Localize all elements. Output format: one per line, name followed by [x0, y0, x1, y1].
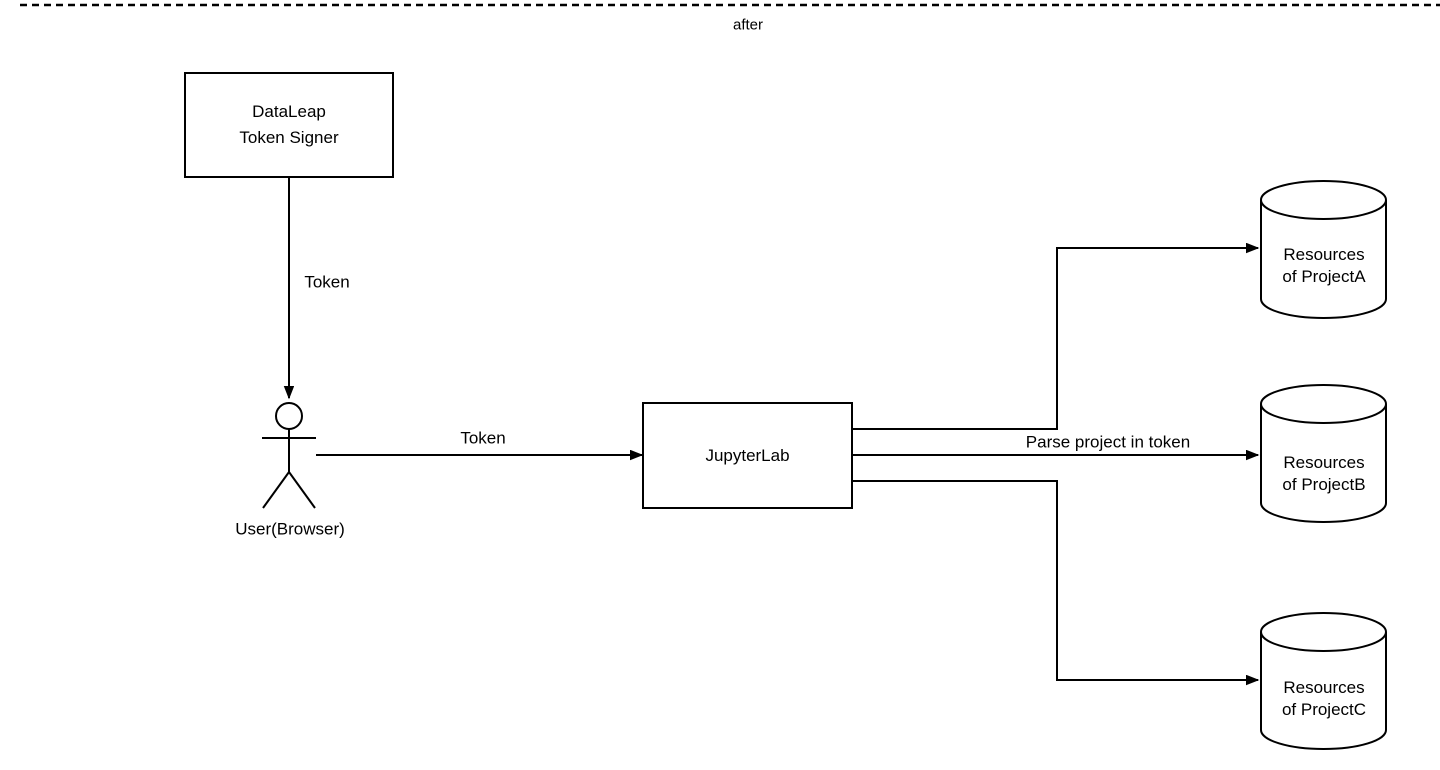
project-b-cylinder-body	[1260, 384, 1387, 523]
project-a-cylinder-rim	[1260, 199, 1387, 220]
token-signer-label-line2: Token Signer	[239, 128, 339, 147]
user-left-leg	[262, 471, 290, 509]
jupyterlab-box	[642, 402, 853, 509]
project-a-cylinder-body	[1260, 180, 1387, 319]
token-signer-label: DataLeap Token Signer	[185, 73, 393, 177]
project-c-label-line2: of ProjectC	[1281, 700, 1367, 719]
user-right-leg	[288, 471, 316, 509]
project-b-label-line2: of ProjectB	[1282, 475, 1366, 494]
project-b-cylinder	[1260, 384, 1387, 523]
user-to-jupyterlab-edge-label: Token	[460, 428, 506, 448]
user-label: User(Browser)	[235, 519, 345, 539]
project-a-label-line2: of ProjectA	[1282, 267, 1366, 286]
jupyterlab-to-projectc-connector	[852, 480, 1258, 680]
jupyterlab-label-text: JupyterLab	[705, 445, 790, 465]
jupyterlab-label: JupyterLab	[643, 403, 852, 508]
project-a-label: Resources of ProjectA	[1282, 244, 1365, 288]
project-c-cylinder-rim	[1260, 631, 1387, 652]
jupyterlab-to-projecta-connector	[852, 248, 1258, 430]
user-head	[275, 402, 303, 430]
user-actor-icon	[262, 402, 316, 509]
project-c-cylinder-body	[1260, 612, 1387, 750]
project-b-label-line1: Resources	[1283, 453, 1365, 472]
phase-label: after	[732, 16, 764, 34]
project-c-label: Resources of ProjectC	[1282, 677, 1366, 721]
project-b-label: Resources of ProjectB	[1282, 452, 1365, 496]
project-c-cylinder	[1260, 612, 1387, 750]
project-b-cylinder-rim	[1260, 403, 1387, 424]
token-signer-label-line1: DataLeap	[252, 102, 326, 121]
project-a-label-line1: Resources	[1283, 245, 1365, 264]
project-a-cylinder	[1260, 180, 1387, 319]
signer-to-user-edge-label: Token	[304, 272, 350, 292]
parse-project-edge-label: Parse project in token	[1025, 432, 1191, 452]
project-c-label-line1: Resources	[1283, 678, 1365, 697]
